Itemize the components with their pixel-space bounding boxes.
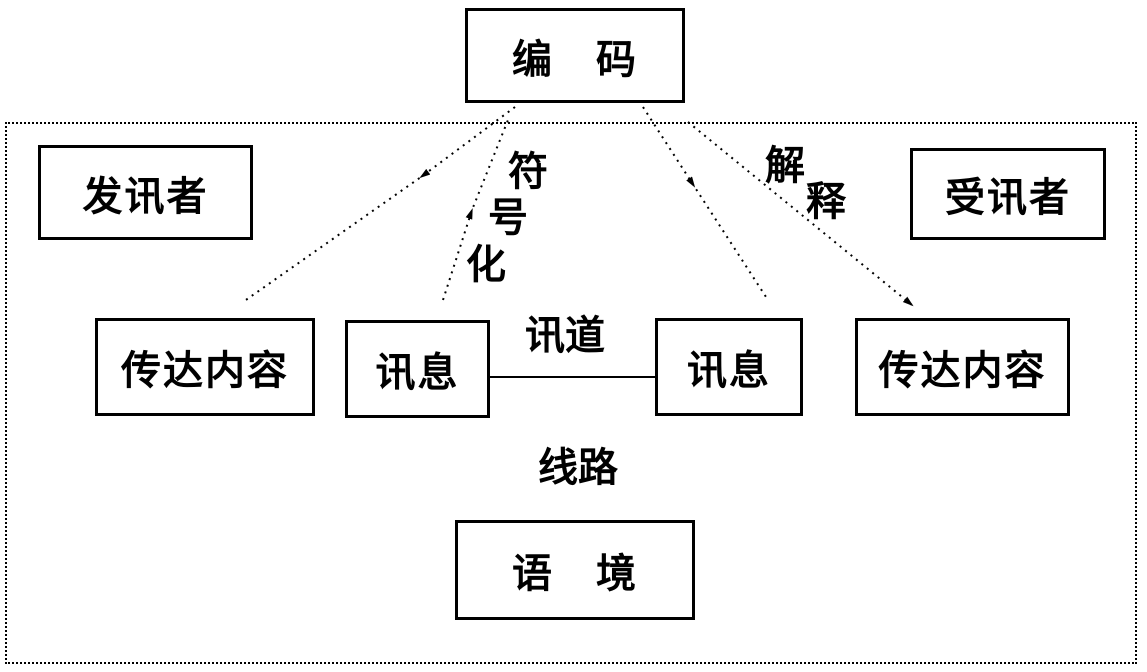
- message-right-box: 讯息: [655, 318, 803, 416]
- encode-box: 编 码: [465, 8, 685, 103]
- content-right-box: 传达内容: [855, 318, 1070, 416]
- outer-dotted-frame: [5, 122, 1137, 664]
- interpret-label-char-1: 解: [765, 143, 805, 188]
- content-left-box: 传达内容: [95, 318, 315, 416]
- receiver-box: 受讯者: [910, 148, 1106, 240]
- interpret-label-char-2: 释: [806, 179, 846, 224]
- context-box: 语 境: [455, 520, 695, 620]
- channel-label: 讯道: [525, 313, 605, 358]
- symbolize-label-char-2: 号: [488, 195, 528, 240]
- symbolize-label-char-3: 化: [466, 242, 506, 287]
- line-label: 线路: [538, 445, 618, 490]
- symbolize-label-char-1: 符: [508, 149, 548, 194]
- message-left-box: 讯息: [345, 320, 490, 418]
- sender-box: 发讯者: [38, 145, 253, 240]
